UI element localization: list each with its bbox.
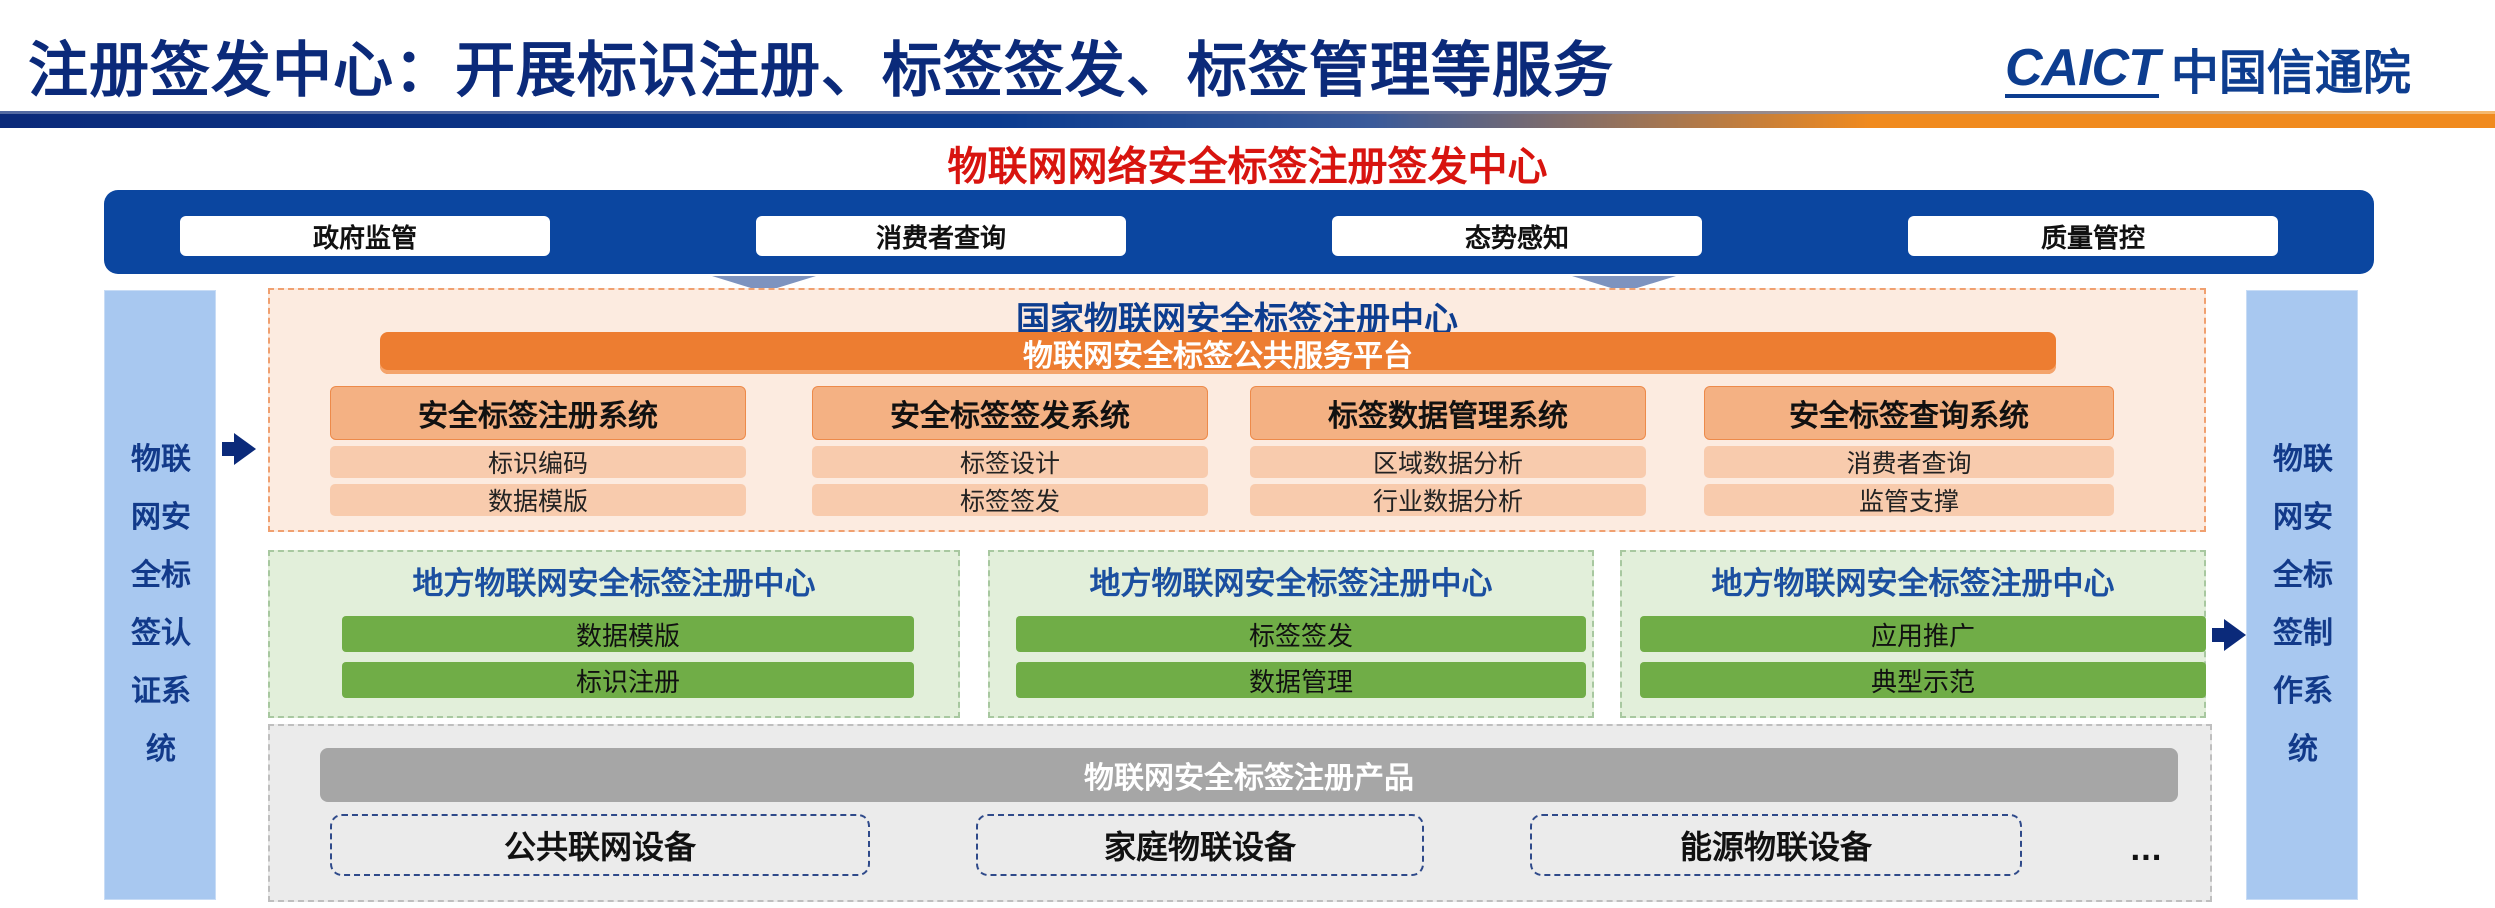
- header-divider: [0, 114, 2495, 128]
- header-rule-accent: [0, 111, 2495, 114]
- right-arrow-icon: [2224, 619, 2246, 651]
- public-service-platform: 物联网安全标签公共服务平台: [380, 332, 2056, 374]
- diagram-main-title: 物联网网络安全标签注册签发中心: [947, 144, 1548, 190]
- system-name: 安全标签查询系统: [1704, 386, 2114, 440]
- local-center-item: 典型示范: [1640, 662, 2206, 698]
- service-quality-control: 质量管控: [1908, 216, 2278, 256]
- right-panel-production-system: 物联 网安 全标 签制 作系 统: [2246, 290, 2358, 900]
- right-panel-line: 统: [2288, 732, 2318, 767]
- right-panel-line: 网安: [2273, 500, 2333, 535]
- left-panel-certification-system: 物联 网安 全标 签认 证系 统: [104, 290, 216, 900]
- system-item: 区域数据分析: [1250, 446, 1646, 478]
- system-item: 标识编码: [330, 446, 746, 478]
- local-center-item: 标签签发: [1016, 616, 1586, 652]
- caict-logo: CAICT 中国信通院: [2005, 38, 2411, 101]
- local-center-box: 地方物联网安全标签注册中心 数据模版 标识注册: [268, 550, 960, 718]
- system-item: 数据模版: [330, 484, 746, 516]
- registered-products-box: 物联网安全标签注册产品 公共联网设备 家庭物联设备 能源物联设备 ...: [268, 724, 2212, 902]
- service-situation-awareness: 态势感知: [1332, 216, 1702, 256]
- products-more-ellipsis: ...: [2130, 834, 2162, 867]
- products-title: 物联网安全标签注册产品: [320, 748, 2178, 802]
- right-arrow-stem: [2212, 628, 2226, 642]
- logo-text-en: CAICT: [2005, 39, 2160, 98]
- right-panel-line: 签制: [2273, 616, 2333, 651]
- left-panel-line: 物联: [131, 442, 191, 477]
- right-panel-line: 作系: [2273, 674, 2333, 709]
- service-government-supervision: 政府监管: [180, 216, 550, 256]
- local-center-title: 地方物联网安全标签注册中心: [1089, 566, 1493, 602]
- product-item: 公共联网设备: [330, 814, 870, 876]
- local-center-item: 标识注册: [342, 662, 914, 698]
- logo-text-cn: 中国信通院: [2170, 45, 2411, 101]
- service-bar: 政府监管 消费者查询 态势感知 质量管控: [104, 190, 2374, 274]
- system-item: 标签签发: [812, 484, 1208, 516]
- local-center-item: 数据模版: [342, 616, 914, 652]
- product-item: 能源物联设备: [1530, 814, 2022, 876]
- system-item: 监管支撑: [1704, 484, 2114, 516]
- system-column: 安全标签查询系统 消费者查询 监管支撑: [1704, 386, 2114, 516]
- right-panel-line: 物联: [2273, 442, 2333, 477]
- system-name: 标签数据管理系统: [1250, 386, 1646, 440]
- local-center-title: 地方物联网安全标签注册中心: [412, 566, 816, 602]
- system-item: 行业数据分析: [1250, 484, 1646, 516]
- system-name: 安全标签签发系统: [812, 386, 1208, 440]
- service-consumer-query: 消费者查询: [756, 216, 1126, 256]
- local-center-box: 地方物联网安全标签注册中心 标签签发 数据管理: [988, 550, 1594, 718]
- left-arrow-icon: [234, 433, 256, 465]
- system-column: 安全标签注册系统 标识编码 数据模版: [330, 386, 746, 516]
- system-item: 标签设计: [812, 446, 1208, 478]
- system-name: 安全标签注册系统: [330, 386, 746, 440]
- left-panel-line: 统: [146, 732, 176, 767]
- system-column: 安全标签签发系统 标签设计 标签签发: [812, 386, 1208, 516]
- system-item: 消费者查询: [1704, 446, 2114, 478]
- left-arrow-stem: [222, 442, 236, 456]
- product-item: 家庭物联设备: [976, 814, 1424, 876]
- left-panel-line: 证系: [131, 674, 191, 709]
- left-panel-line: 网安: [131, 500, 191, 535]
- right-panel-line: 全标: [2273, 558, 2333, 593]
- national-registration-center: 国家物联网安全标签注册中心 物联网安全标签公共服务平台 安全标签注册系统 标识编…: [268, 288, 2206, 532]
- local-center-item: 应用推广: [1640, 616, 2206, 652]
- system-column: 标签数据管理系统 区域数据分析 行业数据分析: [1250, 386, 1646, 516]
- local-center-item: 数据管理: [1016, 662, 1586, 698]
- page-title: 注册签发中心：开展标识注册、标签签发、标签管理等服务: [28, 36, 1614, 106]
- left-panel-line: 全标: [131, 558, 191, 593]
- left-panel-line: 签认: [131, 616, 191, 651]
- local-center-box: 地方物联网安全标签注册中心 应用推广 典型示范: [1620, 550, 2206, 718]
- local-center-title: 地方物联网安全标签注册中心: [1711, 566, 2115, 602]
